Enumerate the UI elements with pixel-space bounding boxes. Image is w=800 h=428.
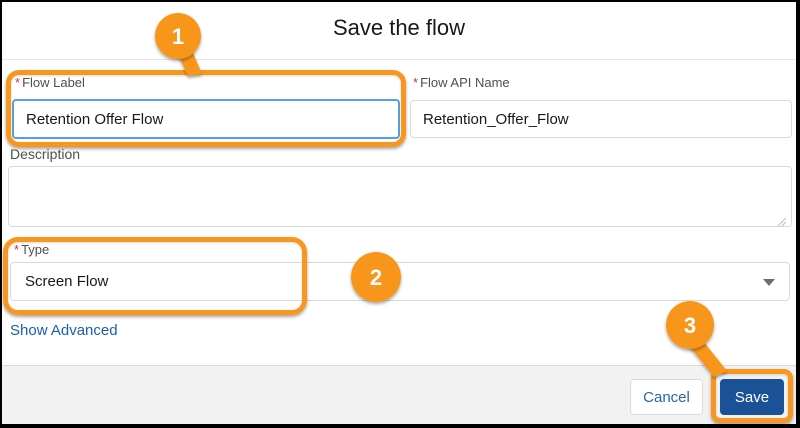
dialog-footer: Cancel Save [2,365,796,424]
save-button[interactable]: Save [720,379,784,415]
flow-label-label: *Flow Label [15,75,85,90]
type-label: *Type [14,242,49,257]
type-combobox[interactable]: Screen Flow [10,262,790,301]
flow-api-name-label: *Flow API Name [413,75,510,90]
flow-label-input[interactable] [12,99,400,139]
flow-label-label-text: Flow Label [22,75,85,90]
header-divider [2,59,796,60]
cancel-button[interactable]: Cancel [630,379,703,415]
resize-grip-icon[interactable] [776,216,786,226]
description-label: Description [10,146,81,162]
dialog-title: Save the flow [332,15,466,40]
description-textarea[interactable] [8,166,792,227]
save-flow-dialog: Save the flow *Flow Label *Flow API Name… [2,2,796,424]
required-asterisk: * [413,75,419,90]
chevron-down-icon [763,279,775,286]
required-asterisk: * [15,75,21,90]
type-selected-value: Screen Flow [25,273,109,290]
type-label-text: Type [21,242,50,257]
flow-api-name-input[interactable] [410,100,792,138]
required-asterisk: * [14,242,20,257]
show-advanced-link[interactable]: Show Advanced [10,322,118,339]
flow-api-name-label-text: Flow API Name [420,75,510,90]
